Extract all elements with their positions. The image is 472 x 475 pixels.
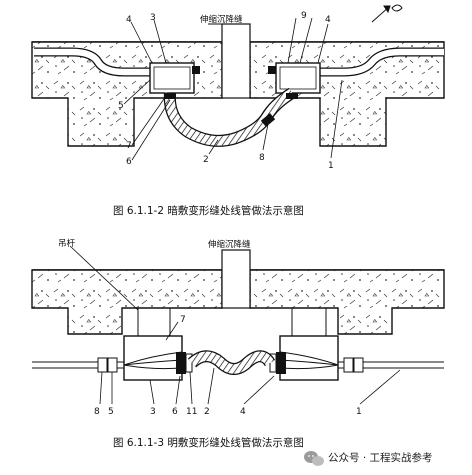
- top-right-slab: [249, 41, 445, 147]
- bottom-callout-4: 4: [240, 407, 246, 417]
- bottom-callout-5: 5: [108, 407, 114, 417]
- bottom-callout-2: 2: [204, 407, 210, 417]
- bottom-diagram: 伸缩沉降缝 吊杆 7 8 5 3 6 11 2 4 1 图 6.1.1-3 明敷…: [31, 238, 445, 449]
- top-box-right: [275, 62, 321, 94]
- bottom-joint-label: 伸缩沉降缝: [208, 239, 251, 250]
- callout-8: 8: [259, 153, 265, 163]
- bottom-callout-3: 3: [150, 407, 156, 417]
- callout-2: 2: [203, 155, 209, 165]
- hanger-rods: [137, 308, 327, 336]
- top-north-marker: [371, 4, 403, 23]
- bottom-callout-8: 8: [94, 407, 100, 417]
- hanger-label: 吊杆: [58, 238, 76, 249]
- callout-7: 7: [126, 141, 132, 151]
- bottom-right-slab: [249, 269, 445, 335]
- top-joint-label: 伸缩沉降缝: [200, 14, 243, 25]
- bottom-box-left: [123, 335, 183, 381]
- wechat-icon: [304, 451, 324, 466]
- watermark: 公众号 · 工程实战参考: [304, 451, 433, 466]
- top-box-left: [149, 62, 195, 94]
- callout-4b: 4: [325, 15, 331, 25]
- watermark-text: 公众号 · 工程实战参考: [328, 451, 433, 464]
- bottom-caption: 图 6.1.1-3 明敷变形缝处线管做法示意图: [113, 436, 304, 449]
- bottom-callout-7: 7: [180, 315, 186, 325]
- bottom-left-slab: [31, 269, 223, 335]
- top-diagram: 伸缩沉降缝 4 3 9 4 5 7 6 2 8 1 图 6.1.1-2 暗敷变形…: [31, 4, 445, 217]
- callout-6: 6: [126, 157, 132, 167]
- bottom-joint-gap: [221, 249, 251, 309]
- bottom-callout-6: 6: [172, 407, 178, 417]
- callout-4a: 4: [126, 15, 132, 25]
- callout-3: 3: [150, 13, 156, 23]
- bottom-box-right: [279, 335, 339, 381]
- top-joint-gap: [221, 23, 251, 99]
- bottom-callout-1: 1: [356, 407, 362, 417]
- callout-5: 5: [118, 101, 124, 111]
- callout-1: 1: [328, 161, 334, 171]
- top-caption: 图 6.1.1-2 暗敷变形缝处线管做法示意图: [113, 204, 304, 217]
- callout-9: 9: [301, 11, 307, 21]
- bottom-callout-11: 11: [186, 407, 197, 417]
- bottom-clamps: [97, 357, 364, 373]
